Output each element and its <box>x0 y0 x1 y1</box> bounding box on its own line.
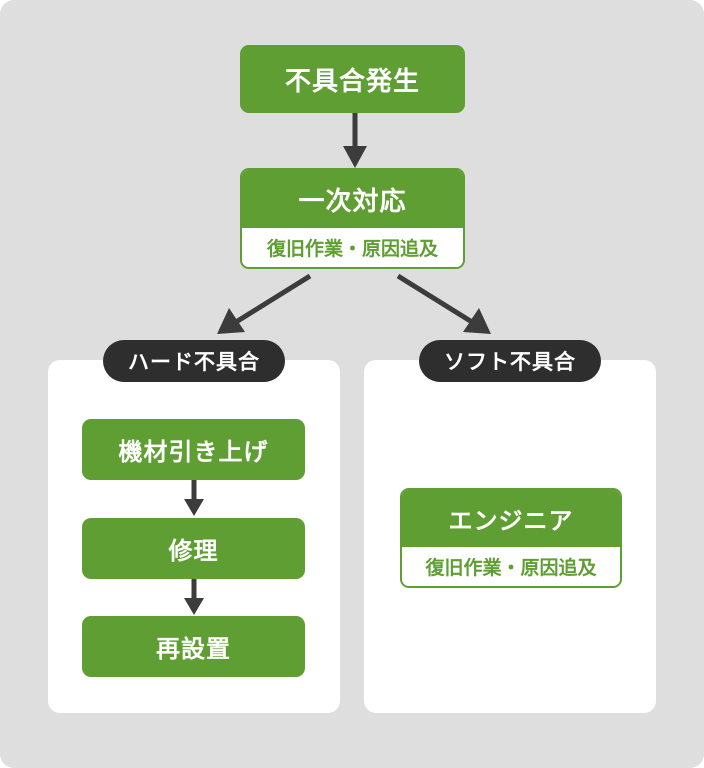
pill-software-branch-label: ソフト不具合 <box>444 350 576 374</box>
arrow-to-hardware-branch <box>217 273 312 334</box>
node-software-engineer: エンジニア 復旧作業・原因追及 <box>400 488 622 588</box>
node-first-response: 一次対応 復旧作業・原因追及 <box>240 168 465 269</box>
arrow-hardware-step-1-to-2 <box>184 480 204 516</box>
node-hardware-step-1: 機材引き上げ <box>82 419 305 480</box>
node-start-label: 不具合発生 <box>284 66 420 97</box>
node-hardware-step-1-label: 機材引き上げ <box>118 438 269 466</box>
pill-hardware-branch: ハード不具合 <box>103 340 285 382</box>
node-hardware-step-3: 再設置 <box>82 616 305 677</box>
arrow-hardware-step-2-to-3 <box>184 579 204 615</box>
node-hardware-step-2-label: 修理 <box>168 537 219 565</box>
node-software-engineer-subtitle: 復旧作業・原因追及 <box>402 547 620 586</box>
node-hardware-step-3-label: 再設置 <box>156 635 231 663</box>
node-first-response-subtitle: 復旧作業・原因追及 <box>242 228 463 267</box>
arrow-to-software-branch <box>396 273 491 334</box>
pill-software-branch: ソフト不具合 <box>419 340 601 382</box>
pill-hardware-branch-label: ハード不具合 <box>128 350 260 374</box>
arrow-start-to-first-response <box>343 113 367 168</box>
node-first-response-title: 一次対応 <box>242 170 463 228</box>
node-start: 不具合発生 <box>240 45 465 113</box>
node-software-engineer-title: エンジニア <box>402 490 620 547</box>
node-hardware-step-2: 修理 <box>82 518 305 579</box>
